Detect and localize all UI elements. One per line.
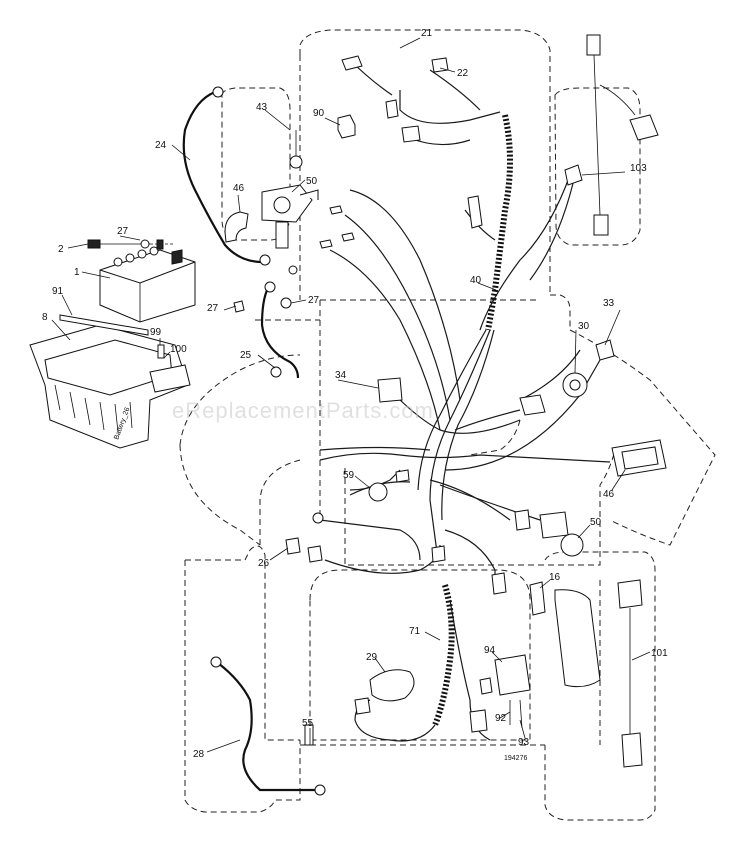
battery-cables — [182, 86, 326, 796]
part-label: 92 — [495, 713, 507, 724]
part-label: 93 — [518, 737, 530, 748]
part-label: 50 — [306, 176, 318, 187]
part-label: 59 — [343, 470, 355, 481]
part-label: 46 — [233, 183, 245, 194]
part-label: 16 — [549, 572, 561, 583]
watermark: eReplacementParts.com — [172, 398, 434, 423]
part-label: 27 — [117, 226, 129, 237]
starter-solenoid — [224, 114, 356, 313]
part-label: 94 — [484, 645, 496, 656]
drawing-number: 194276 — [504, 755, 527, 762]
part-label: 26 — [258, 558, 270, 569]
part-label: 27 — [308, 295, 320, 306]
part-label: 40 — [470, 275, 482, 286]
part-label: 50 — [590, 517, 602, 528]
part-label: 103 — [630, 163, 647, 174]
components — [285, 34, 667, 768]
battery-tray: Battery_26 — [29, 324, 191, 449]
part-label: 27 — [207, 303, 219, 314]
part-label: 71 — [409, 626, 421, 637]
part-label: 22 — [457, 68, 469, 79]
part-label: 1 — [74, 267, 80, 278]
part-label: 46 — [603, 489, 615, 500]
part-label: 43 — [256, 102, 268, 113]
leader-lines — [51, 37, 651, 753]
part-label: 2 — [58, 244, 64, 255]
part-labels: 21 22 43 90 24 50 46 27 2 1 91 8 27 27 4… — [42, 28, 668, 762]
part-label: 34 — [335, 370, 347, 381]
part-label: 8 — [42, 312, 48, 323]
main-harness — [319, 59, 611, 742]
part-label: 101 — [651, 648, 668, 659]
part-label: 90 — [313, 108, 325, 119]
part-label: 30 — [578, 321, 590, 332]
part-label: 25 — [240, 350, 252, 361]
hold-down-hardware — [59, 239, 175, 359]
battery — [99, 246, 196, 323]
part-label: 24 — [155, 140, 167, 151]
part-label: 91 — [52, 286, 64, 297]
part-label: 29 — [366, 652, 378, 663]
part-label: 99 — [150, 327, 162, 338]
part-label: 55 — [302, 718, 314, 729]
part-label: 28 — [193, 749, 205, 760]
part-label: 100 — [170, 344, 187, 355]
part-label: 33 — [603, 298, 615, 309]
part-label: 21 — [421, 28, 433, 39]
